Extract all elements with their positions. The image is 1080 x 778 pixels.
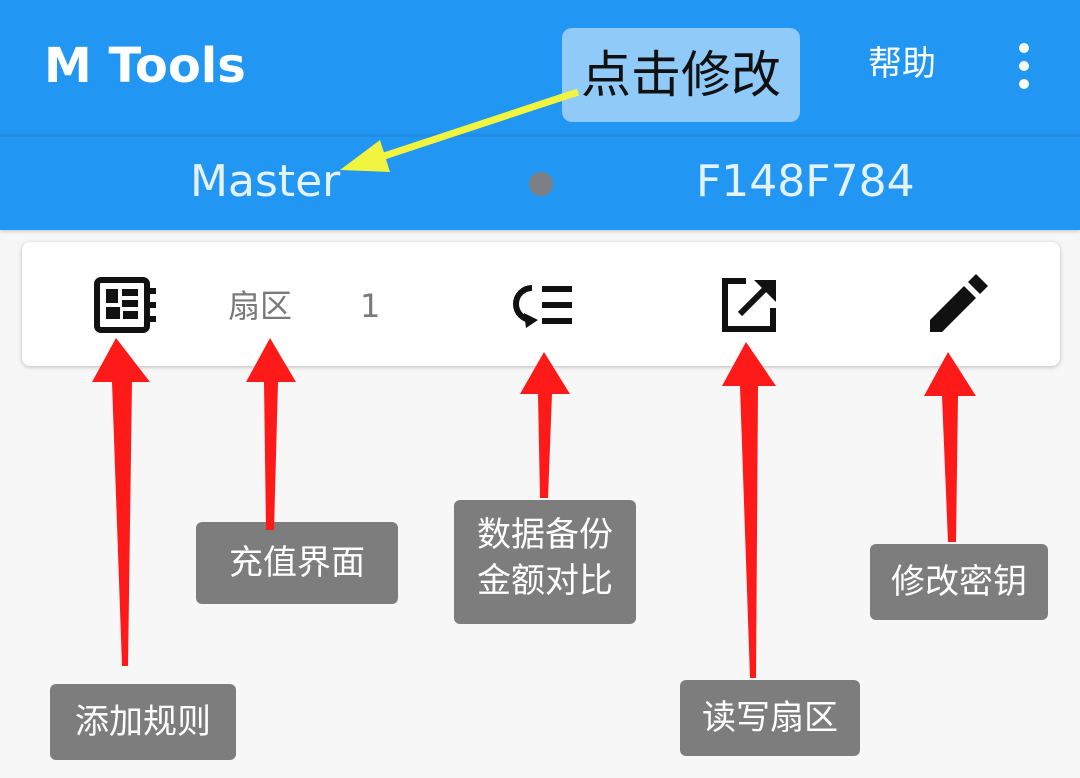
more-vert-icon[interactable]	[1006, 40, 1042, 92]
app-title: M Tools	[44, 38, 246, 94]
click-to-edit-callout: 点击修改	[562, 28, 800, 122]
backup-line-2: 金额对比	[477, 561, 613, 601]
recharge-ui-callout: 充值界面	[196, 522, 398, 604]
recharge-ui-text: 充值界面	[229, 543, 365, 583]
appbar-divider	[0, 134, 1080, 137]
sector-number[interactable]: 1	[360, 287, 381, 325]
memory-chip-icon[interactable]	[92, 276, 158, 334]
app-bar: M Tools 帮助	[0, 0, 1080, 134]
list-compare-icon[interactable]	[506, 280, 576, 330]
tool-card	[22, 242, 1060, 366]
red-arrow-backup	[520, 352, 570, 498]
add-rule-callout: 添加规则	[50, 684, 236, 760]
status-indicator-dot	[529, 172, 553, 196]
card-uid-label: F148F784	[696, 156, 915, 207]
sector-label[interactable]: 扇区	[228, 287, 293, 325]
card-info-bar: Master F148F784	[0, 134, 1080, 230]
red-arrow-add-rule	[92, 338, 150, 666]
key-type-toggle[interactable]: Master	[190, 156, 341, 207]
read-write-text: 读写扇区	[702, 698, 838, 738]
red-arrow-recharge	[246, 338, 296, 530]
help-button[interactable]: 帮助	[868, 44, 936, 84]
read-write-callout: 读写扇区	[680, 680, 860, 756]
open-external-icon[interactable]	[718, 276, 780, 336]
backup-compare-callout: 数据备份 金额对比	[454, 500, 636, 624]
add-rule-text: 添加规则	[75, 702, 211, 742]
pencil-icon[interactable]	[926, 274, 988, 336]
edit-key-callout: 修改密钥	[870, 544, 1048, 620]
edit-key-text: 修改密钥	[891, 562, 1027, 602]
red-arrow-edit-key	[924, 352, 976, 542]
backup-line-1: 数据备份	[477, 515, 613, 555]
red-arrow-read-write	[722, 342, 776, 678]
